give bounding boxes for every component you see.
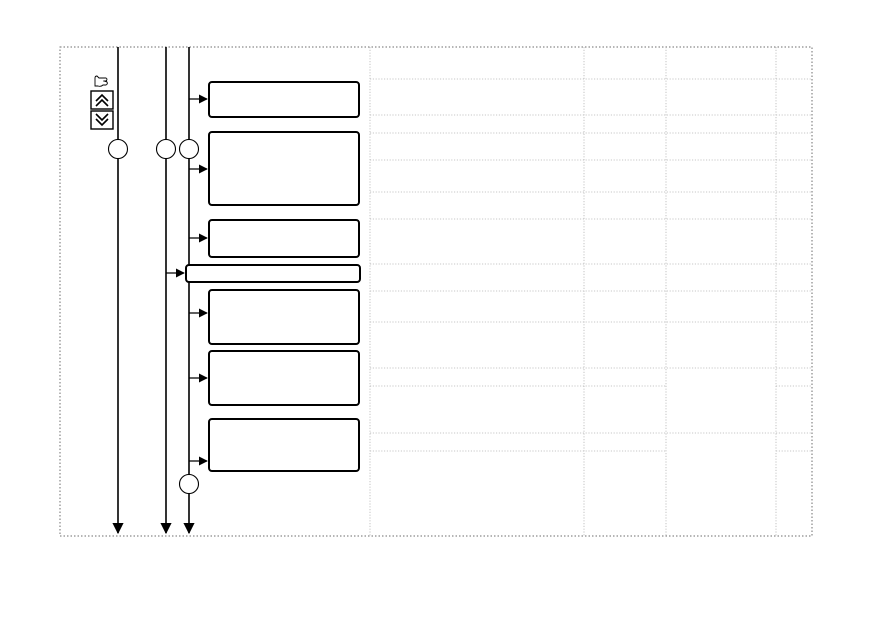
diagram-frame xyxy=(59,46,813,537)
process-box[interactable] xyxy=(185,264,361,283)
junction-node[interactable] xyxy=(178,138,200,160)
process-box[interactable] xyxy=(208,418,360,472)
double-chevron-up-icon[interactable] xyxy=(90,90,114,110)
junction-node[interactable] xyxy=(155,138,177,160)
process-box[interactable] xyxy=(208,289,360,345)
rails xyxy=(112,47,195,535)
boxes xyxy=(185,81,361,472)
double-chevron-down-icon[interactable] xyxy=(90,110,114,130)
process-box[interactable] xyxy=(208,81,360,118)
junction-node[interactable] xyxy=(107,138,129,160)
process-box[interactable] xyxy=(208,131,360,206)
junction-node[interactable] xyxy=(178,473,200,495)
junctions xyxy=(107,138,200,495)
controls xyxy=(90,75,114,130)
grid xyxy=(369,47,812,536)
process-box[interactable] xyxy=(208,350,360,406)
branches xyxy=(166,94,208,466)
hand-pointer-icon[interactable] xyxy=(94,75,108,87)
process-box[interactable] xyxy=(208,219,360,258)
